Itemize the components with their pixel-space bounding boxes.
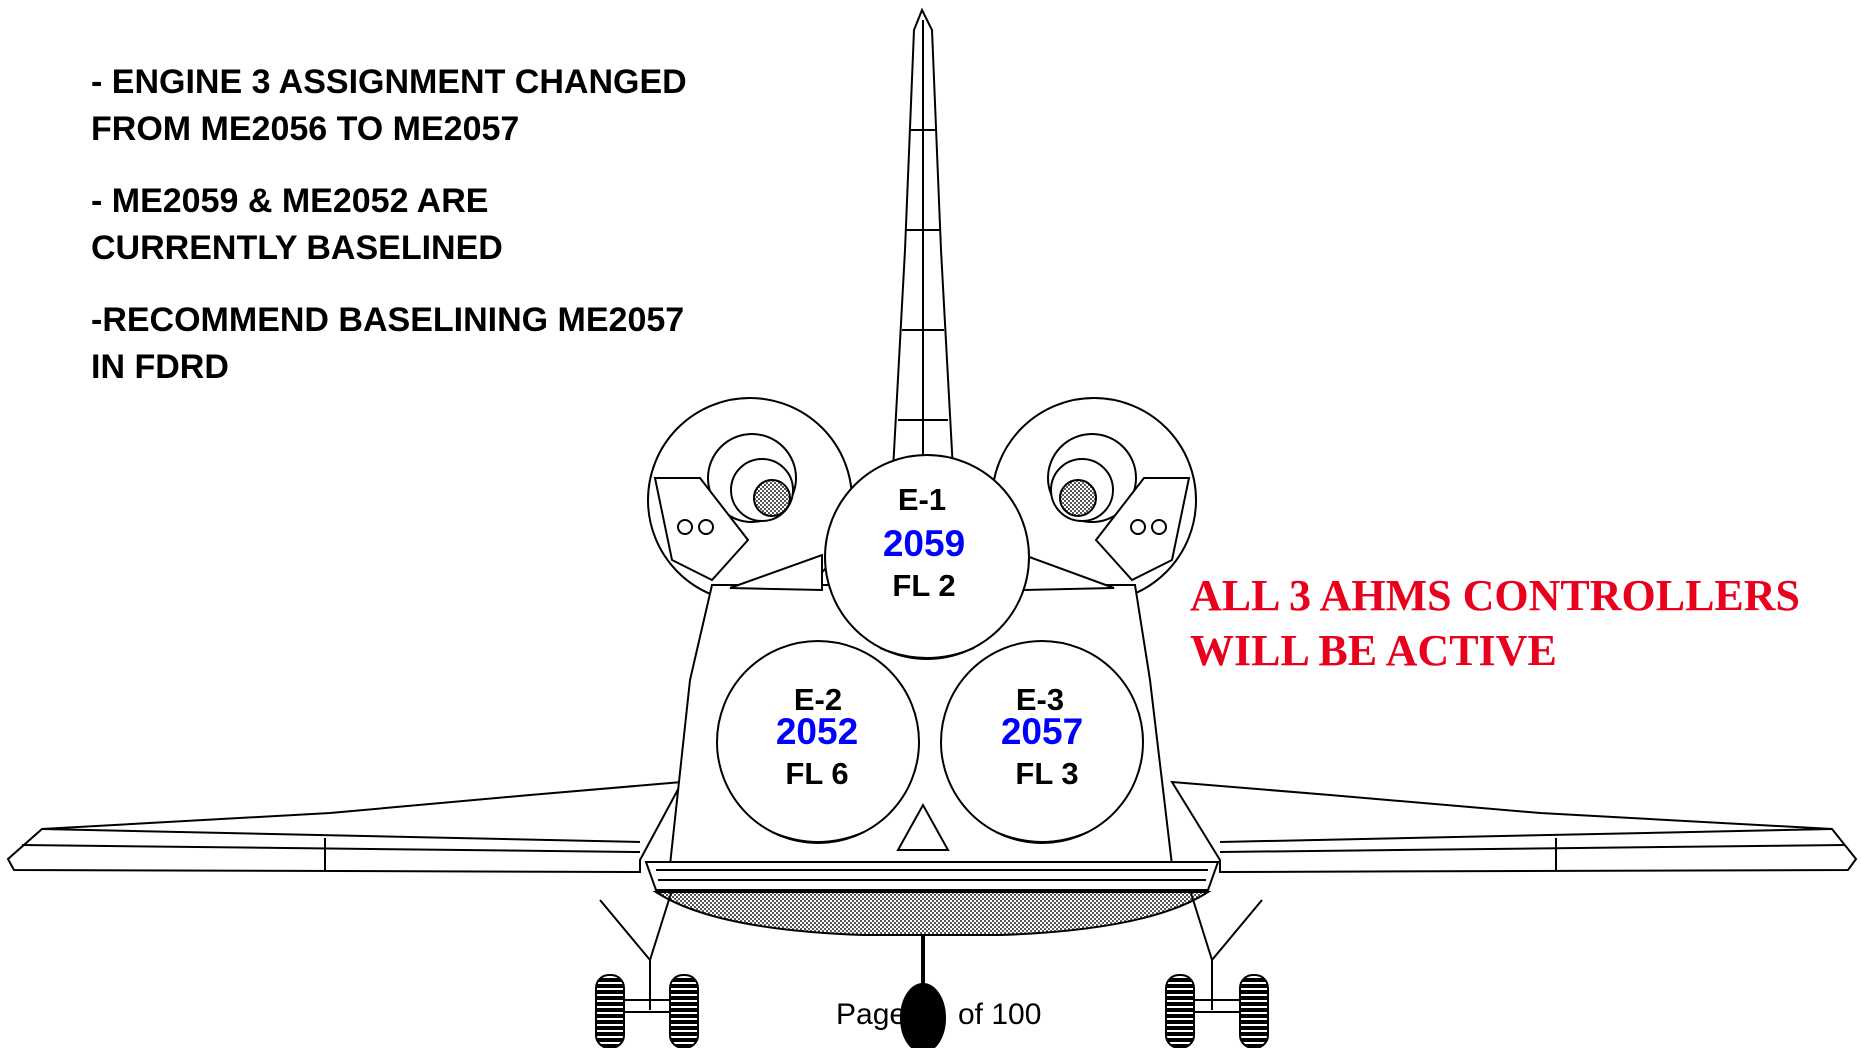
engine-2-flight-count: FL 6 [785, 756, 848, 791]
note-line: - ENGINE 3 ASSIGNMENT CHANGED [91, 63, 687, 101]
engine-3-labels: E-3 2057 FL 3 [1001, 682, 1083, 791]
note-line: - ME2059 & ME2052 ARE [91, 182, 489, 220]
left-main-gear [595, 889, 699, 1048]
right-main-gear [1165, 889, 1269, 1048]
note-line: CURRENTLY BASELINED [91, 229, 503, 267]
engine-2-labels: E-2 2052 FL 6 [776, 682, 858, 791]
engine-1-labels: E-1 2059 FL 2 [883, 482, 965, 603]
engine-3-label: E-3 [1016, 682, 1064, 717]
engine-1-flight-count: FL 2 [892, 568, 955, 603]
engine-2-label: E-2 [794, 682, 842, 717]
ahms-note-line: WILL BE ACTIVE [1190, 626, 1557, 675]
engine-1-label: E-1 [898, 482, 946, 517]
body-flap [644, 861, 1220, 936]
note-line: -RECOMMEND BASELINING ME2057 [91, 301, 685, 339]
note-baselined-engines: - ME2059 & ME2052 ARE CURRENTLY BASELINE… [91, 178, 503, 272]
ahms-controllers-note: ALL 3 AHMS CONTROLLERS WILL BE ACTIVE [1190, 568, 1800, 678]
engine-2-serial: 2052 [776, 711, 858, 752]
page-number: Page of 100 [836, 998, 1041, 1032]
engine-3-bell [940, 640, 1144, 844]
right-wing [1170, 780, 1858, 874]
left-wing [6, 780, 684, 874]
engine-3-serial: 2057 [1001, 711, 1083, 752]
note-line: FROM ME2056 TO ME2057 [91, 110, 520, 148]
nose-gear [900, 935, 946, 1048]
engine-1-bell [824, 454, 1030, 660]
note-recommendation: -RECOMMEND BASELINING ME2057 IN FDRD [91, 297, 684, 391]
page-total-label: of 100 [958, 998, 1042, 1031]
engine-3-flight-count: FL 3 [1015, 756, 1078, 791]
ahms-note-line: ALL 3 AHMS CONTROLLERS [1190, 571, 1801, 620]
note-engine-3-assignment: - ENGINE 3 ASSIGNMENT CHANGED FROM ME205… [91, 59, 687, 153]
engine-1-serial: 2059 [883, 523, 965, 564]
vertical-tail [891, 7, 955, 471]
right-oms-pod [991, 397, 1197, 603]
note-line: IN FDRD [91, 348, 229, 386]
page-label: Page [836, 998, 907, 1031]
engine-2-bell [716, 640, 920, 844]
